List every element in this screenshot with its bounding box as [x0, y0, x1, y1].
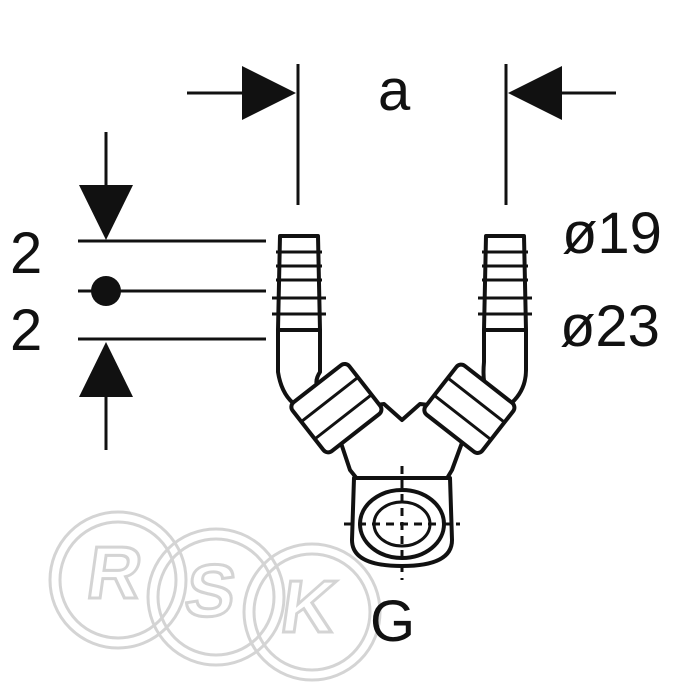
right-hose-nozzle — [478, 234, 532, 408]
fitting-body — [272, 234, 532, 580]
diameter-label-23: ø23 — [560, 294, 660, 359]
watermark-rings — [48, 510, 382, 682]
dimension-offset — [78, 132, 266, 450]
offset-label-lower: 2 — [10, 298, 43, 363]
thread-label-g: G — [370, 589, 416, 654]
left-hose-nozzle — [272, 234, 326, 410]
dimension-a — [187, 64, 616, 205]
watermark-letter-r: R — [81, 530, 149, 616]
watermark-letter-k: K — [275, 564, 343, 650]
width-label-a: a — [378, 58, 411, 123]
diameter-label-19: ø19 — [562, 201, 662, 266]
right-union-nut — [422, 362, 517, 455]
offset-label-upper: 2 — [10, 221, 43, 286]
threaded-outlet — [344, 466, 460, 580]
left-union-nut — [289, 362, 384, 455]
watermark-letter-s: S — [179, 548, 243, 634]
